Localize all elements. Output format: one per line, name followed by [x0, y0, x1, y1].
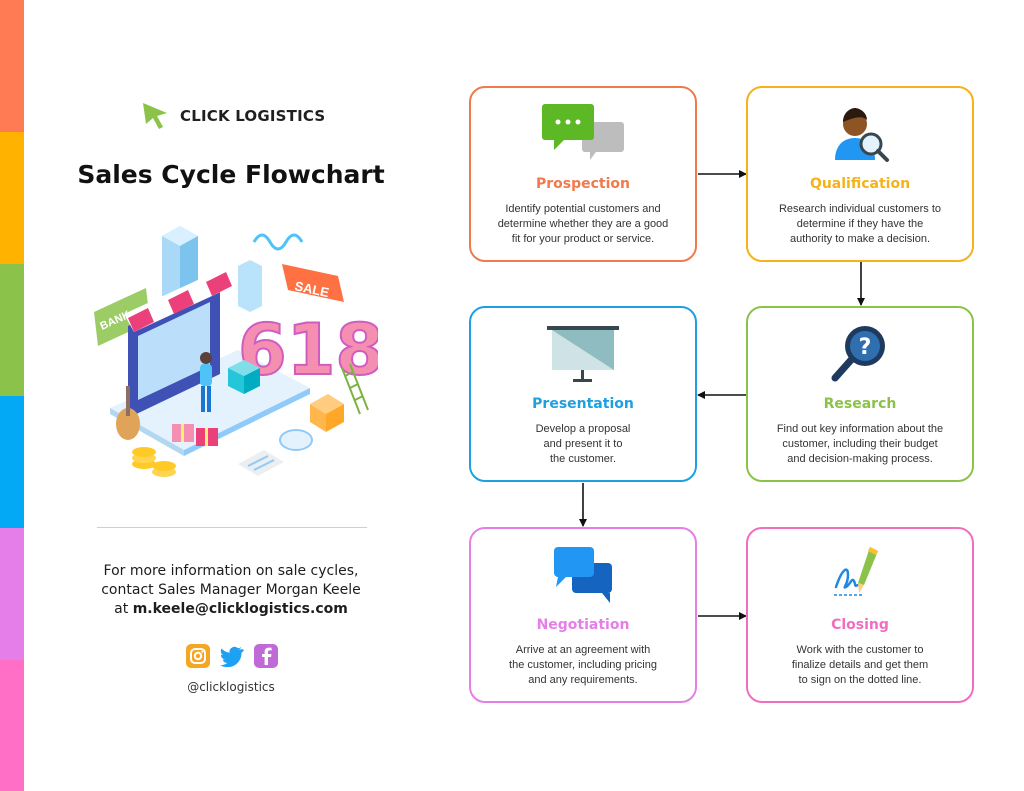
side-stripe-1 [0, 0, 24, 132]
svg-text:?: ? [859, 335, 872, 360]
side-stripe-6 [0, 660, 24, 791]
parcel-boxes-graphic [310, 394, 344, 432]
stage-desc-line: fit for your product or service. [511, 233, 655, 245]
stage-desc-negotiation: Arrive at an agreement with the customer… [485, 643, 681, 688]
stage-desc-prospection: Identify potential customers and determi… [485, 202, 681, 247]
ladder-graphic [341, 363, 369, 415]
contact-line-2: contact Sales Manager Morgan Keele [101, 582, 361, 598]
stage-desc-line: and decision-making process. [787, 453, 933, 465]
contact-email-link[interactable]: m.keele@clicklogistics.com [132, 601, 348, 617]
side-stripe-3 [0, 264, 24, 396]
stage-desc-line: customer, including their budget [782, 438, 938, 450]
brand-name: CLICK LOGISTICS [180, 107, 326, 125]
stage-card-qualification[interactable]: Qualification Research individual custom… [746, 86, 974, 262]
stage-desc-line: determine whether they are a good [497, 218, 669, 230]
social-handle[interactable]: @clicklogistics [187, 680, 275, 694]
side-stripe-4 [0, 396, 24, 528]
stage-desc-line: the customer. [549, 453, 617, 465]
twitter-icon[interactable] [220, 644, 244, 668]
shop-front-graphic [124, 266, 238, 418]
contact-info: For more information on sale cycles, con… [60, 562, 402, 619]
person-magnifier-icon [835, 108, 889, 162]
wave-graphic [252, 233, 304, 251]
side-stripe-5 [0, 528, 24, 660]
chat-bubbles-icon [542, 104, 624, 160]
stage-card-closing[interactable]: Closing Work with the customer to finali… [746, 527, 974, 703]
stage-desc-line: Find out key information about the [776, 423, 944, 435]
question-magnifier-icon: ? [831, 326, 885, 382]
clock-graphic [279, 429, 313, 451]
stage-desc-line: determine if they have the [796, 218, 924, 230]
shopper-figure-graphic [200, 352, 212, 412]
projector-screen-icon [547, 326, 619, 382]
stage-desc-qualification: Research individual customers to determi… [762, 202, 958, 247]
stage-card-prospection[interactable]: Prospection Identify potential customers… [469, 86, 697, 262]
stage-card-negotiation[interactable]: Negotiation Arrive at an agreement with … [469, 527, 697, 703]
stage-title-closing: Closing [831, 617, 889, 633]
contact-line-3: at m.keele@clicklogistics.com [60, 600, 402, 619]
stage-title-qualification: Qualification [809, 176, 911, 192]
stage-title-research: Research [823, 396, 897, 412]
page-title: Sales Cycle Flowchart [77, 160, 385, 189]
speech-bubbles-icon [554, 547, 612, 603]
stage-title-negotiation: Negotiation [536, 617, 630, 633]
stage-desc-line: to sign on the dotted line. [798, 674, 922, 686]
pen-signature-icon [834, 547, 878, 596]
gift-boxes-graphic [172, 424, 218, 446]
stage-desc-line: Develop a proposal [535, 423, 631, 435]
coins-graphic [132, 447, 176, 477]
section-divider [97, 527, 367, 528]
facebook-icon[interactable] [254, 644, 278, 668]
social-links [186, 644, 278, 668]
stage-desc-line: Work with the customer to [796, 644, 924, 656]
sale-tag-graphic: SALE [282, 264, 344, 302]
stage-title-presentation: Presentation [532, 396, 634, 412]
cursor-arrow-icon [143, 103, 167, 129]
stage-desc-line: and any requirements. [528, 674, 638, 686]
clipboard-graphic [238, 450, 284, 476]
brand-logo: CLICK LOGISTICS [140, 100, 325, 132]
stage-title-prospection: Prospection [535, 176, 630, 192]
instagram-icon[interactable] [186, 644, 210, 668]
stage-card-research[interactable]: ? Research Find out key information abou… [746, 306, 974, 482]
stage-desc-line: Research individual customers to [778, 203, 942, 215]
stage-desc-research: Find out key information about the custo… [762, 422, 958, 467]
stage-desc-line: the customer, including pricing [509, 659, 657, 671]
stage-desc-line: and present it to [543, 438, 623, 450]
bank-card-graphic: BANK [94, 288, 150, 346]
stage-desc-line: Arrive at an agreement with [515, 644, 651, 656]
stage-desc-presentation: Develop a proposal and present it to the… [485, 422, 681, 467]
sale-label: SALE [293, 278, 330, 300]
stage-desc-line: authority to make a decision. [789, 233, 931, 245]
stage-desc-closing: Work with the customer to finalize detai… [762, 643, 958, 688]
side-stripe-2 [0, 132, 24, 264]
cube-graphic [228, 360, 260, 394]
contact-prefix: at [114, 601, 133, 617]
guitar-graphic [116, 386, 140, 440]
contact-line-1: For more information on sale cycles, [103, 563, 359, 579]
stage-desc-line: Identify potential customers and [505, 203, 661, 215]
stage-card-presentation[interactable]: Presentation Develop a proposal and pres… [469, 306, 697, 482]
online-shop-illustration: BANK SALE 618 [94, 226, 378, 477]
stage-desc-line: finalize details and get them [791, 659, 929, 671]
